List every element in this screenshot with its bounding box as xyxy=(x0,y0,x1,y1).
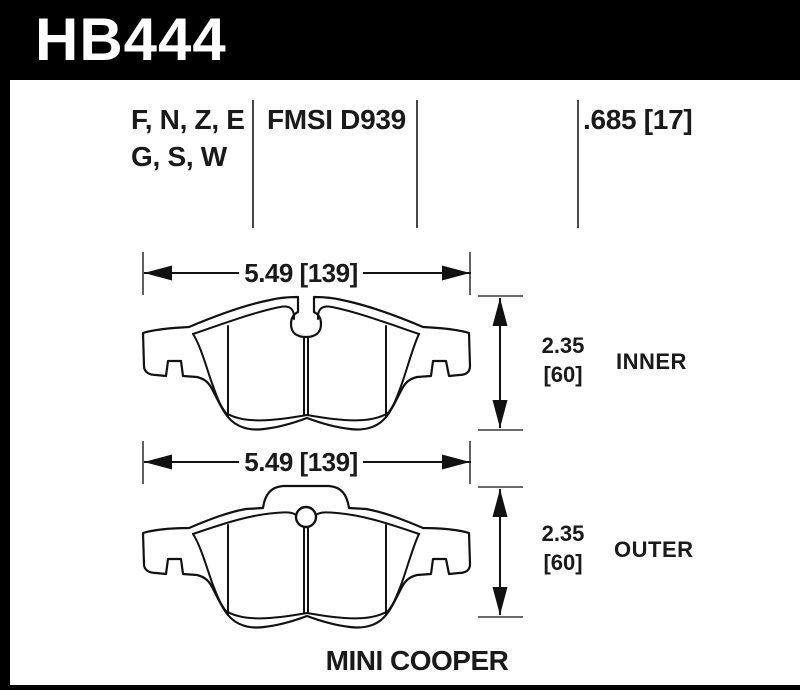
vehicle-name: MINI COOPER xyxy=(325,645,509,676)
outer-height-value-in: 2.35 xyxy=(541,521,585,546)
inner-pad-drawing xyxy=(140,288,476,436)
compound-codes: F, N, Z, E G, S, W xyxy=(131,101,245,175)
inner-height-dimension xyxy=(473,288,528,436)
inner-height-value-mm: [60] xyxy=(543,362,583,387)
up-arrowhead-icon xyxy=(492,489,508,517)
fmsi-number: FMSI D939 xyxy=(267,104,406,135)
header-bar: HB444 xyxy=(0,0,800,80)
left-arrowhead-icon xyxy=(144,265,172,281)
compound-codes-line1: F, N, Z, E xyxy=(131,104,245,135)
outer-pad-drawing xyxy=(140,484,476,632)
right-arrowhead-icon xyxy=(442,454,470,470)
inner-friction-outline xyxy=(193,306,294,334)
outer-friction-outline xyxy=(193,512,296,534)
outer-friction-outline xyxy=(193,512,419,618)
inner-position-label: INNER xyxy=(616,349,687,374)
left-border xyxy=(0,80,10,690)
inner-friction-outline xyxy=(193,306,419,420)
outer-sensor-hole xyxy=(296,507,316,527)
outer-height-value-mm: [60] xyxy=(543,550,583,575)
column-divider xyxy=(252,100,254,228)
down-arrowhead-icon xyxy=(492,587,508,615)
outer-height-dimension xyxy=(473,479,528,627)
inner-backing-plate-outline xyxy=(143,297,470,430)
inner-height-value-in: 2.35 xyxy=(541,333,585,358)
down-arrowhead-icon xyxy=(492,400,508,428)
up-arrowhead-icon xyxy=(492,298,508,326)
outer-width-value: 5.49 [139] xyxy=(239,448,363,476)
compound-codes-line2: G, S, W xyxy=(131,141,227,172)
pad-thickness: .685 [17] xyxy=(583,104,693,135)
column-divider xyxy=(416,100,418,228)
column-divider xyxy=(577,100,579,228)
inner-width-value: 5.49 [139] xyxy=(239,259,363,287)
outer-position-label: OUTER xyxy=(614,537,694,562)
right-arrowhead-icon xyxy=(442,265,470,281)
left-arrowhead-icon xyxy=(144,454,172,470)
part-number: HB444 xyxy=(35,6,227,73)
bottom-border xyxy=(0,685,800,690)
